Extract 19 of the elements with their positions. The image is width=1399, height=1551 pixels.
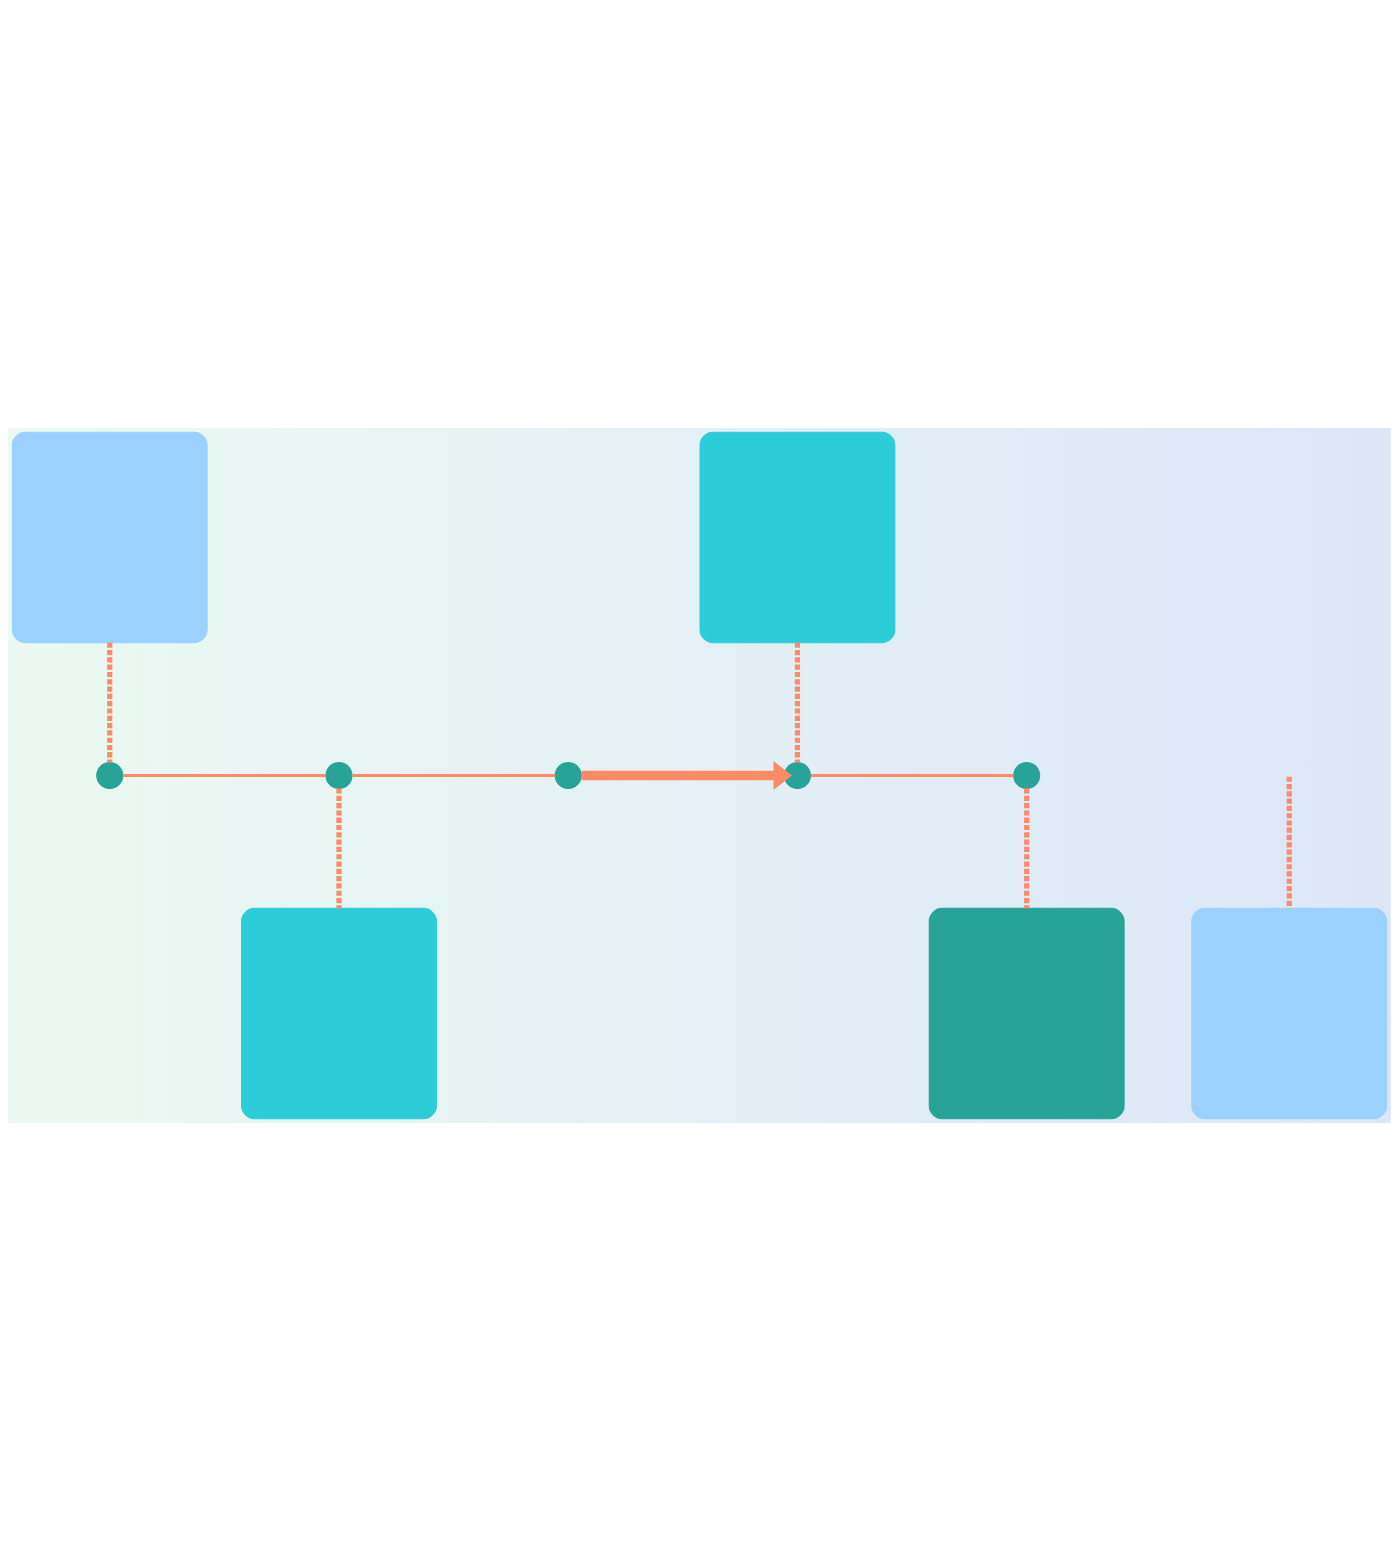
node-box (1191, 907, 1388, 1120)
node-box (699, 431, 896, 644)
connector (336, 788, 342, 909)
connector (794, 642, 801, 763)
connector (810, 773, 1014, 778)
connector (352, 773, 556, 778)
connector (123, 773, 326, 778)
connector (1024, 788, 1030, 909)
node-box (928, 907, 1125, 1120)
node-box (241, 907, 437, 1120)
node-circle (783, 761, 811, 790)
node-circle (554, 761, 582, 790)
node-circle (325, 761, 353, 790)
node-box (11, 431, 208, 644)
node-circle (1013, 761, 1041, 790)
connector (1286, 776, 1292, 909)
node-circle (96, 761, 124, 790)
connector (107, 642, 113, 763)
arrow (581, 760, 792, 791)
